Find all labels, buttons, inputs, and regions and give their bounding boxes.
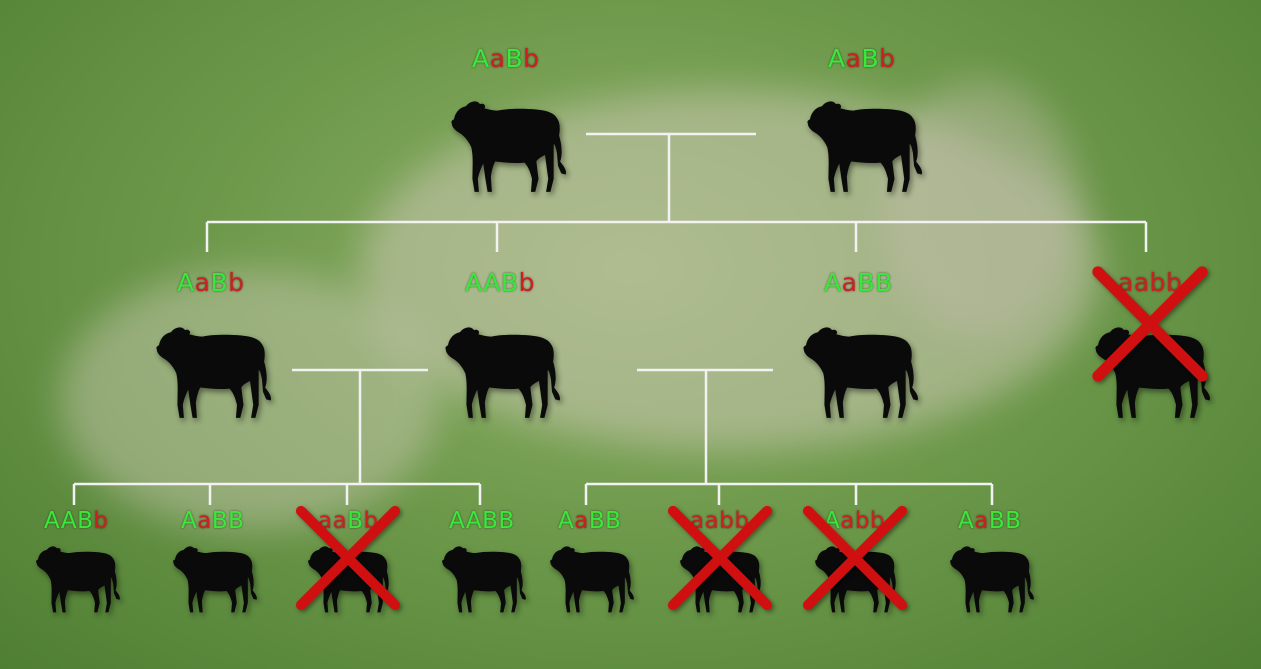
- genotype-label: AaBb: [472, 44, 539, 73]
- genotype-label: AaBb: [828, 44, 895, 73]
- cow-icon: [451, 101, 567, 192]
- recessive-allele: a: [704, 508, 720, 534]
- genotype-label: AaBB: [958, 508, 1021, 534]
- dominant-allele: B: [605, 508, 622, 534]
- genotype-label: AaBB: [824, 268, 893, 297]
- dominant-allele: B: [482, 508, 499, 534]
- cow-icon: [442, 546, 526, 613]
- recessive-allele: b: [228, 268, 245, 297]
- dominant-allele: B: [211, 508, 229, 534]
- dominant-allele: A: [449, 508, 466, 534]
- genotype-label: AABB: [449, 508, 515, 534]
- dominant-allele: B: [210, 268, 229, 297]
- genotype-label: AaBb: [177, 268, 244, 297]
- dominant-allele: A: [465, 508, 483, 534]
- dominant-allele: B: [347, 508, 364, 534]
- cow-icon: [815, 546, 899, 613]
- dominant-allele: A: [177, 268, 195, 297]
- dominant-allele: B: [861, 44, 880, 73]
- recessive-allele: b: [879, 44, 896, 73]
- cow-icon: [156, 327, 272, 418]
- cross-mark-icon: [1092, 266, 1208, 382]
- recessive-allele: b: [719, 508, 735, 534]
- dominant-allele: B: [875, 268, 893, 297]
- dominant-allele: A: [483, 268, 501, 297]
- recessive-allele: a: [840, 508, 855, 534]
- genotype-label: AaBB: [181, 508, 244, 534]
- cow-icon: [550, 546, 634, 613]
- recessive-allele: a: [194, 268, 211, 297]
- recessive-allele: a: [489, 44, 506, 73]
- dominant-allele: A: [828, 44, 846, 73]
- dominant-allele: A: [558, 508, 575, 534]
- cow-icon: [308, 546, 392, 613]
- cow-icon: [950, 546, 1034, 613]
- recessive-allele: a: [841, 268, 858, 297]
- cross-mark-icon: [802, 505, 908, 611]
- dominant-allele: A: [181, 508, 198, 534]
- recessive-allele: b: [1149, 268, 1167, 297]
- dominant-allele: B: [857, 268, 876, 297]
- recessive-allele: b: [518, 268, 535, 297]
- dominant-allele: A: [824, 268, 842, 297]
- cow-icon: [173, 546, 257, 613]
- cow-icon: [803, 327, 919, 418]
- recessive-allele: a: [845, 44, 862, 73]
- recessive-allele: a: [197, 508, 212, 534]
- genotype-label: AABb: [44, 508, 109, 534]
- dominant-allele: B: [588, 508, 606, 534]
- dominant-allele: A: [958, 508, 975, 534]
- dominant-allele: B: [1005, 508, 1022, 534]
- cow-icon: [807, 101, 923, 192]
- cow-icon: [36, 546, 120, 613]
- recessive-allele: b: [93, 508, 109, 534]
- dominant-allele: A: [465, 268, 484, 297]
- cross-mark-icon: [295, 505, 401, 611]
- dominant-allele: A: [44, 508, 61, 534]
- dominant-allele: B: [988, 508, 1006, 534]
- cross-mark-icon: [667, 505, 773, 611]
- cow-icon: [445, 327, 561, 418]
- genotype-label: AaBB: [558, 508, 621, 534]
- recessive-allele: a: [574, 508, 589, 534]
- recessive-allele: b: [854, 508, 870, 534]
- recessive-allele: a: [1133, 268, 1150, 297]
- dominant-allele: B: [500, 268, 519, 297]
- dominant-allele: A: [472, 44, 490, 73]
- dominant-allele: B: [498, 508, 515, 534]
- dominant-allele: B: [505, 44, 524, 73]
- recessive-allele: b: [523, 44, 540, 73]
- dominant-allele: B: [228, 508, 245, 534]
- recessive-allele: a: [974, 508, 989, 534]
- dominant-allele: B: [77, 508, 94, 534]
- background-sheep-blur: [60, 270, 440, 530]
- cow-icon: [680, 546, 764, 613]
- genotype-label: aaBb: [318, 508, 379, 534]
- dominant-allele: A: [60, 508, 78, 534]
- genotype-label: AABb: [465, 268, 535, 297]
- recessive-allele: a: [332, 508, 348, 534]
